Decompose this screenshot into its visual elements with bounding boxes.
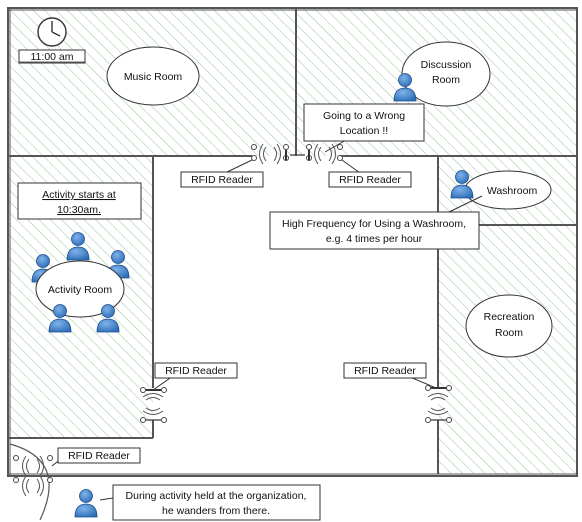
rfid-reader-icon xyxy=(13,455,53,497)
rfid-reader-label: RFID Reader xyxy=(339,174,401,186)
walls xyxy=(7,7,578,477)
rfid-reader-label: RFID Reader xyxy=(165,365,227,377)
clock-time: 11:00 am xyxy=(31,51,74,63)
activity-room-bubble xyxy=(35,260,125,318)
clock-icon xyxy=(37,17,67,47)
recreation-room-label-line1: Recreation xyxy=(484,311,535,323)
activity-room-label: Activity Room xyxy=(48,284,112,296)
rfid-reader-label: RFID Reader xyxy=(354,365,416,377)
discussion-room-label-line1: Discussion xyxy=(421,59,472,71)
music-room-bubble xyxy=(106,46,200,106)
activity-start-line1: Activity starts at xyxy=(42,189,116,201)
rfid-reader-icon xyxy=(140,387,167,423)
wrong-location-line1: Going to a Wrong xyxy=(323,110,405,122)
wander-line1: During activity held at the organization… xyxy=(126,490,307,502)
recreation-room-label-line2: Room xyxy=(495,327,523,339)
wrong-location-line2: Location !! xyxy=(340,125,388,137)
activity-start-line2: 10:30am. xyxy=(57,204,101,216)
recreation-room-bubble xyxy=(465,294,553,358)
entrance-door-arc xyxy=(9,443,50,521)
rfid-reader-label: RFID Reader xyxy=(191,174,253,186)
rfid-reader-icon xyxy=(251,143,289,165)
rfid-reader-label: RFID Reader xyxy=(68,450,130,462)
wander-line2: he wanders from there. xyxy=(162,505,270,517)
person-icon xyxy=(74,489,98,518)
washroom-label: Washroom xyxy=(487,185,538,197)
washroom-frequency-line2: e.g. 4 times per hour xyxy=(326,233,423,245)
music-room-label: Music Room xyxy=(124,71,183,83)
discussion-room-label-line2: Room xyxy=(432,74,460,86)
rfid-reader-icon xyxy=(290,143,343,165)
rfid-reader-icon xyxy=(425,385,452,423)
washroom-frequency-line1: High Frequency for Using a Washroom, xyxy=(282,218,466,230)
